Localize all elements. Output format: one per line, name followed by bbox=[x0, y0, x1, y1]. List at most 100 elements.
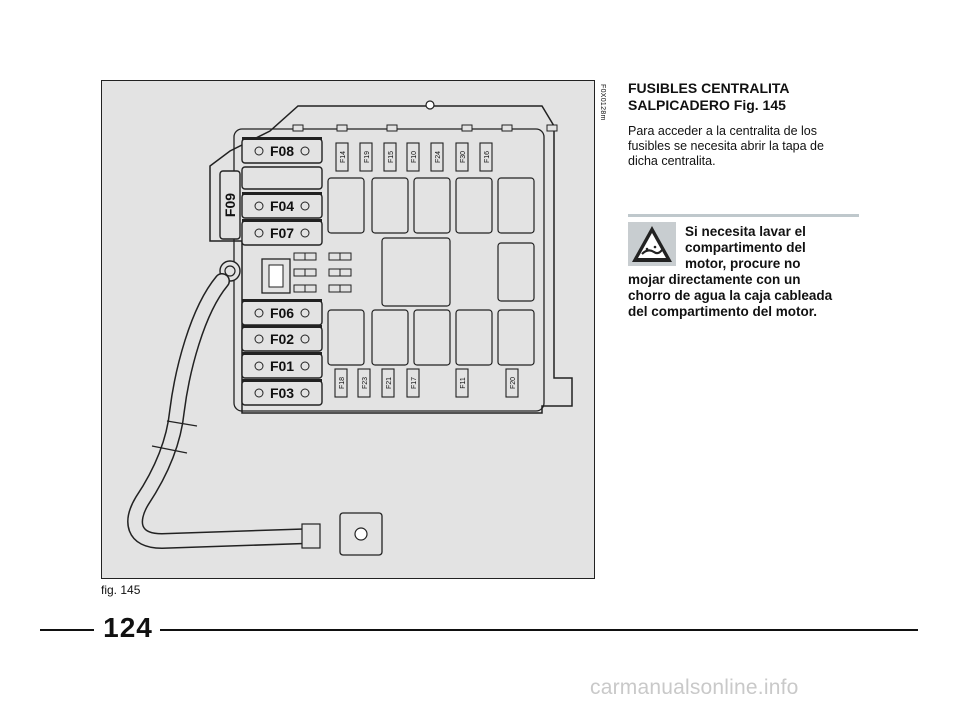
mini-fuse-label: F23 bbox=[362, 377, 369, 389]
mini-fuse: F24 bbox=[430, 142, 444, 172]
section-heading: FUSIBLES CENTRALITA SALPICADERO Fig. 145 bbox=[628, 80, 868, 114]
page-number: 124 bbox=[103, 612, 153, 643]
housing-tab bbox=[336, 124, 348, 132]
maxi-fuse: F07 bbox=[241, 219, 323, 246]
section-paragraph: Para acceder a la centralita de los fusi… bbox=[628, 124, 860, 169]
warning-line: del compartimento del motor. bbox=[628, 304, 818, 319]
maxi-fuse: F01 bbox=[241, 352, 323, 379]
fuse-screw-icon bbox=[254, 146, 264, 156]
mini-fuse-label: F30 bbox=[460, 151, 467, 163]
mini-fuse-label: F14 bbox=[340, 151, 347, 163]
mini-fuse: F17 bbox=[406, 368, 420, 398]
mini-fuse-body bbox=[505, 368, 519, 398]
mini-fuse-body bbox=[383, 142, 397, 172]
fuse-screw-icon bbox=[300, 388, 310, 398]
maxi-fuse-label: F08 bbox=[270, 143, 294, 159]
maxi-fuse-body bbox=[219, 170, 241, 240]
maxi-fuse-body bbox=[241, 166, 323, 190]
mini-fuse: F23 bbox=[357, 368, 371, 398]
mini-fuse: F20 bbox=[505, 368, 519, 398]
relay-socket bbox=[327, 309, 365, 366]
relay-socket bbox=[371, 309, 409, 366]
heading-line: FUSIBLES CENTRALITA bbox=[628, 80, 790, 96]
maxi-fuse: F08 bbox=[241, 137, 323, 164]
mini-fuse-body bbox=[335, 142, 349, 172]
relay-socket bbox=[327, 177, 365, 234]
connector-socket bbox=[268, 264, 284, 288]
mini-fuse: F18 bbox=[334, 368, 348, 398]
fuse-screw-icon bbox=[254, 388, 264, 398]
mini-fuse-body bbox=[357, 368, 371, 398]
warning-line: Si necesita lavar el bbox=[685, 224, 806, 239]
warning-line: chorro de agua la caja cableada bbox=[628, 288, 833, 303]
mini-fuse-label: F20 bbox=[510, 377, 517, 389]
mini-fuse-label: F15 bbox=[388, 151, 395, 163]
heading-line: SALPICADERO Fig. 145 bbox=[628, 97, 786, 113]
warning-triangle-icon bbox=[628, 222, 676, 266]
fuse-screw-icon bbox=[300, 201, 310, 211]
watermark: carmanualsonline.info bbox=[590, 676, 799, 699]
mini-fuse-label: F11 bbox=[460, 377, 467, 389]
maxi-fuse bbox=[241, 166, 323, 190]
mini-fuse-body bbox=[406, 368, 420, 398]
housing-tab bbox=[386, 124, 398, 132]
maxi-fuse-label: F07 bbox=[270, 225, 294, 241]
fuse-screw-icon bbox=[254, 308, 264, 318]
mini-fuse-body bbox=[334, 368, 348, 398]
maxi-fuse-rim bbox=[242, 219, 322, 222]
mini-fuse-label: F17 bbox=[411, 377, 418, 389]
fuse-screw-icon bbox=[300, 308, 310, 318]
housing-tab bbox=[501, 124, 513, 132]
mini-fuse-body bbox=[381, 368, 395, 398]
maxi-fuse: F03 bbox=[241, 379, 323, 406]
mini-fuse-label: F16 bbox=[484, 151, 491, 163]
mini-fuse-body bbox=[430, 142, 444, 172]
mini-fuse-label: F21 bbox=[386, 377, 393, 389]
relay-socket bbox=[371, 177, 409, 234]
maxi-fuse: F02 bbox=[241, 325, 323, 352]
mini-fuse-body bbox=[455, 142, 469, 172]
relay-socket bbox=[497, 242, 535, 302]
maxi-fuse-label: F09 bbox=[222, 193, 238, 217]
mini-fuse-label: F10 bbox=[411, 151, 418, 163]
fuse-screw-icon bbox=[254, 201, 264, 211]
maxi-fuse-label: F04 bbox=[270, 198, 294, 214]
mini-fuse: F10 bbox=[406, 142, 420, 172]
warning-text: Si necesita lavar el compartimento del m… bbox=[628, 224, 860, 320]
mini-fuse: F15 bbox=[383, 142, 397, 172]
relay-socket bbox=[455, 177, 493, 234]
housing-tab bbox=[292, 124, 304, 132]
warning-line: compartimento del bbox=[685, 240, 806, 255]
maxi-fuse-rim bbox=[242, 352, 322, 355]
paragraph-line: fusibles se necesita abrir la tapa de bbox=[628, 139, 824, 153]
fuse-screw-icon bbox=[300, 228, 310, 238]
mini-fuse-body bbox=[479, 142, 493, 172]
maxi-fuse: F06 bbox=[241, 299, 323, 326]
mini-fuse: F19 bbox=[359, 142, 373, 172]
relay-socket-large bbox=[381, 237, 451, 307]
ring-terminal-hole bbox=[354, 527, 368, 541]
maxi-fuse-rim bbox=[242, 299, 322, 302]
mini-fuse-label: F18 bbox=[339, 377, 346, 389]
maxi-fuse-label: F03 bbox=[270, 385, 294, 401]
relay-socket bbox=[497, 177, 535, 234]
paragraph-line: dicha centralita. bbox=[628, 154, 716, 168]
mini-fuse-body bbox=[406, 142, 420, 172]
maxi-fuse-label: F01 bbox=[270, 358, 294, 374]
mini-fuse-label: F19 bbox=[364, 151, 371, 163]
fuse-screw-icon bbox=[300, 146, 310, 156]
warning-line: motor, procure no bbox=[685, 256, 801, 271]
maxi-fuse-label: F06 bbox=[270, 305, 294, 321]
relay-socket bbox=[455, 309, 493, 366]
cable-crimp bbox=[301, 523, 321, 549]
ground-cable bbox=[128, 274, 319, 548]
warning-divider bbox=[628, 214, 859, 217]
maxi-fuse-label: F02 bbox=[270, 331, 294, 347]
housing-tab bbox=[546, 124, 558, 132]
fuse-screw-icon bbox=[300, 334, 310, 344]
maxi-fuse: F04 bbox=[241, 192, 323, 219]
warning-line: mojar directamente con un bbox=[628, 272, 801, 287]
maxi-fuse-vertical: F09 bbox=[219, 170, 241, 240]
